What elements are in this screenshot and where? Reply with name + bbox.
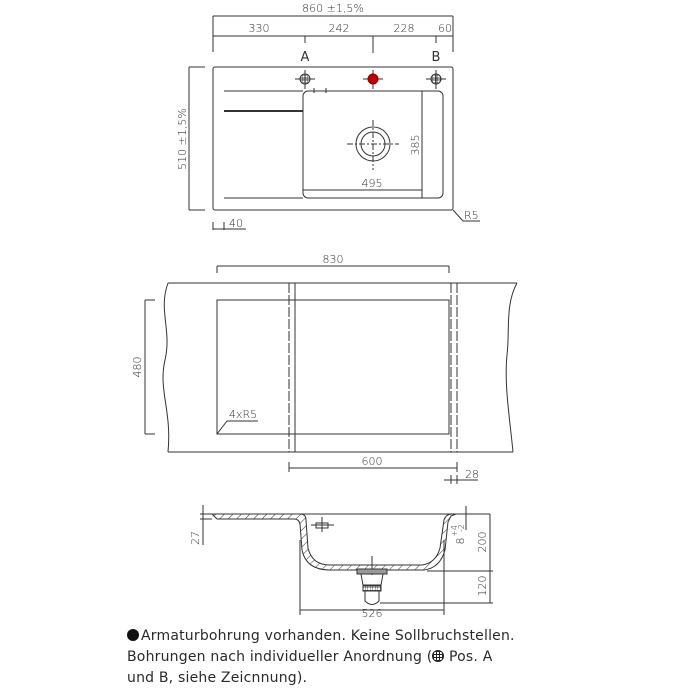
segment-4-label: 60 (438, 22, 452, 35)
bowl-outline (302, 90, 444, 199)
note-line-3: und B, siehe Zeicnnung). (127, 670, 308, 686)
installation-note: Armaturbohrung vorhanden. Keine Sollbruc… (127, 626, 597, 689)
optional-hole-icon (432, 650, 445, 662)
position-a-label: A (301, 50, 310, 65)
section-bowl-depth-label: 200 (476, 532, 489, 553)
tap-hole-section-icon (311, 517, 334, 532)
plan-view (188, 15, 480, 230)
tolerance-plus-label: +4 (450, 525, 459, 537)
corner-radius-label: R5 (464, 209, 479, 222)
drain-waste-icon (356, 556, 388, 605)
tap-hole-a-icon (295, 70, 315, 89)
wall-offset-label: 28 (465, 468, 479, 481)
overall-depth-label: 510 ±1,5% (176, 108, 189, 170)
rim-height-label: 27 (189, 531, 202, 545)
tap-hole-b-icon (426, 70, 446, 89)
overall-width-label: 860 ±1,5% (302, 2, 364, 15)
tolerance-main-label: 8 (454, 538, 467, 545)
tolerance-minus-label: -2 (457, 524, 466, 532)
cutout-radius-label: 4xR5 (229, 408, 257, 421)
segment-1-label: 330 (249, 22, 270, 35)
bowl-depth-label: 385 (409, 135, 422, 156)
cutout-view (144, 265, 518, 484)
drain-icon (347, 120, 399, 170)
note-line-2: Bohrungen nach individueller Anordnung (… (127, 649, 493, 665)
cutout-width-label: 830 (323, 253, 344, 266)
bowl-outer-width-label: 526 (362, 607, 383, 620)
waste-depth-label: 120 (476, 576, 489, 597)
segment-3-label: 228 (394, 22, 415, 35)
position-b-label: B (432, 50, 441, 65)
edge-offset-label: 40 (229, 217, 243, 230)
section-view (200, 505, 493, 615)
note-line-1: Armaturbohrung vorhanden. Keine Sollbruc… (127, 626, 597, 647)
cutout-depth-label: 480 (131, 357, 144, 378)
tap-hole-center-icon (363, 70, 383, 89)
sink-outline (212, 66, 454, 211)
overall-width-dimension (212, 15, 454, 53)
segment-2-label: 242 (329, 22, 350, 35)
base-cabinet-label: 600 (362, 455, 383, 468)
predrilled-hole-icon (127, 629, 139, 641)
bowl-width-label: 495 (362, 177, 383, 190)
